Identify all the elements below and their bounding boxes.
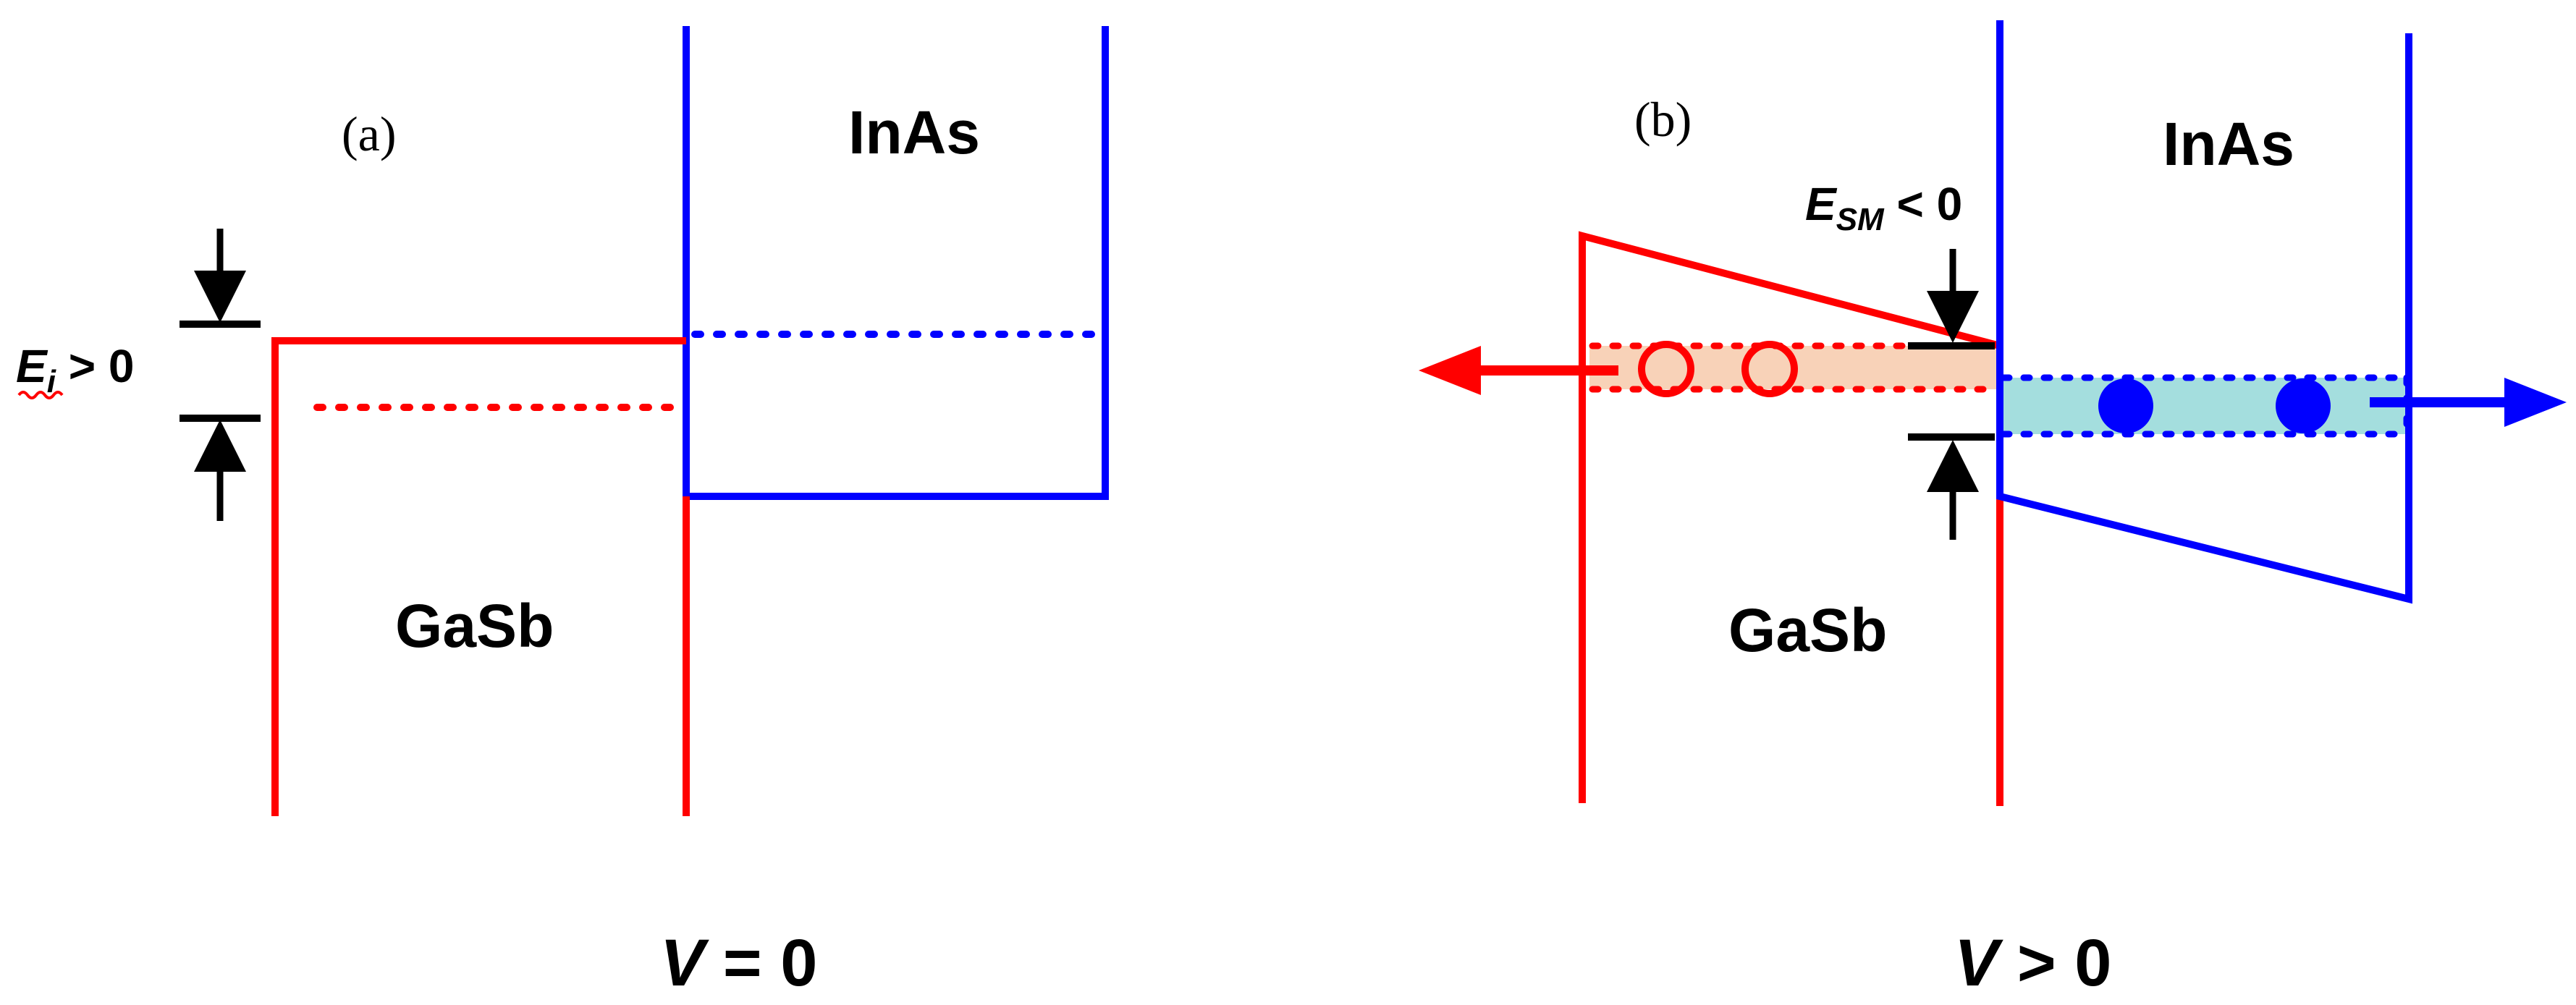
inas-well-b xyxy=(1996,20,2412,604)
electron-1 xyxy=(2098,378,2153,433)
voltage-label-b: V > 0 xyxy=(1954,926,2111,1000)
ei-label: Ei > 0 xyxy=(16,340,134,399)
gasb-band-a xyxy=(271,337,686,816)
voltage-label-a: V = 0 xyxy=(660,926,817,1000)
panel-b: ESM < 0 (b) InAs GaSb V > 0 xyxy=(1419,20,2567,1000)
spellcheck-squiggle xyxy=(17,391,64,399)
gasb-band-b xyxy=(1579,231,2001,803)
electron-flow-arrowhead xyxy=(2504,378,2567,427)
inas-label-a: InAs xyxy=(848,98,980,166)
electron-band-b xyxy=(2000,378,2409,434)
electron-2 xyxy=(2276,378,2331,433)
panel-a: Ei > 0 (a) InAs GaSb V = 0 xyxy=(16,26,1109,1000)
panel-b-label: (b) xyxy=(1634,92,1692,147)
panel-a-label: (a) xyxy=(342,106,396,161)
gasb-label-a: GaSb xyxy=(395,592,554,660)
gasb-label-b: GaSb xyxy=(1728,596,1887,664)
hole-flow-arrowhead xyxy=(1419,346,1481,395)
inas-label-b: InAs xyxy=(2163,110,2294,178)
inas-well-a xyxy=(683,26,1109,500)
hole-1 xyxy=(1638,341,1694,397)
hole-2 xyxy=(1741,341,1798,397)
esm-label: ESM < 0 xyxy=(1805,178,1962,237)
